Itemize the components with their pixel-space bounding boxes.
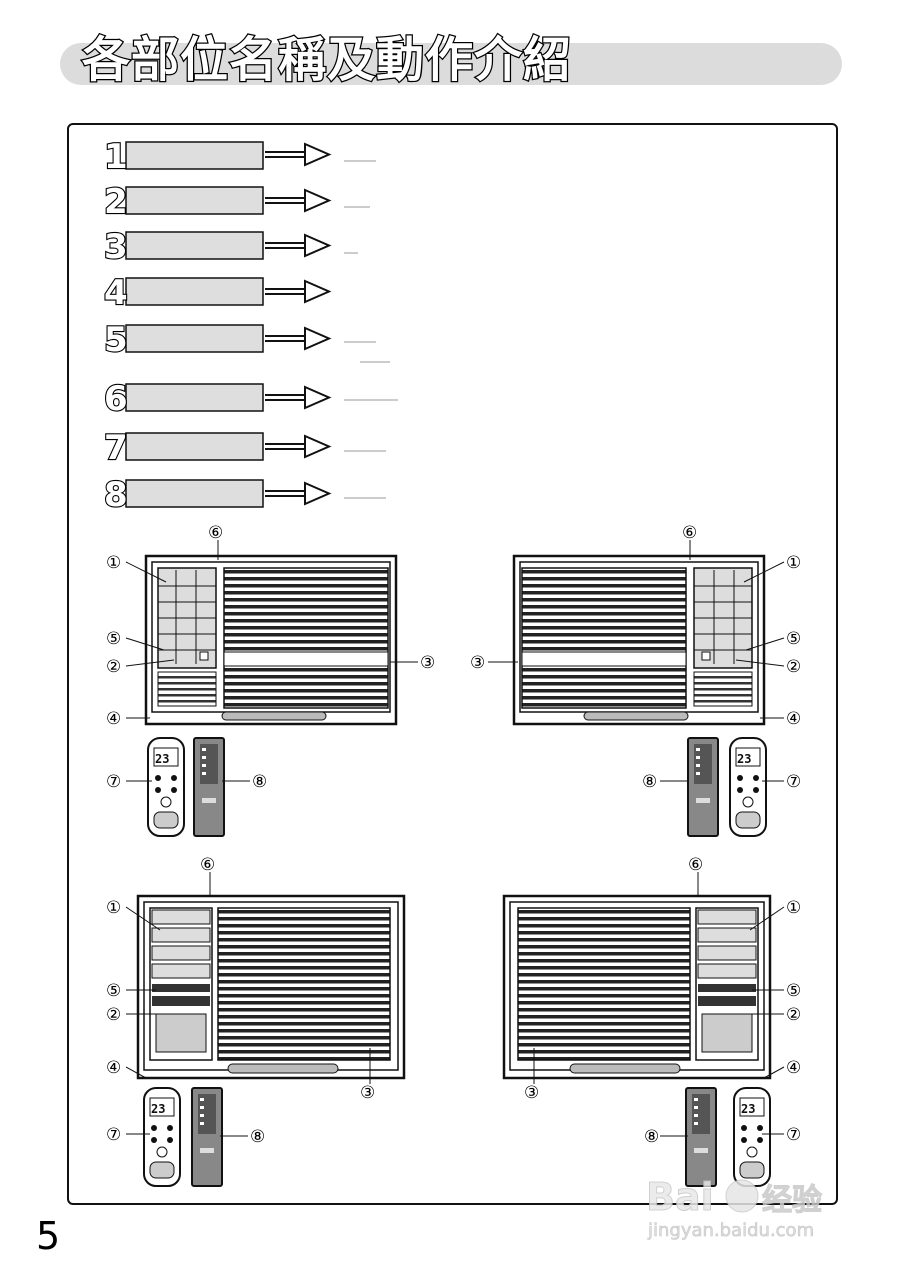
callout-8: ⑧ (642, 772, 657, 792)
callout-2: ② (106, 657, 121, 677)
legend-row-1 (125, 141, 376, 170)
legend-label-box (125, 277, 264, 306)
callout-6: ⑥ (688, 855, 703, 875)
callout-8: ⑧ (252, 772, 267, 792)
legend-row-7 (125, 432, 386, 461)
content-frame (67, 123, 838, 1205)
legend-rows (125, 141, 398, 508)
callout-7: ⑦ (786, 1125, 801, 1145)
legend-number-5: 5 (104, 320, 128, 360)
callout-6: ⑥ (208, 523, 223, 543)
callout-6: ⑥ (682, 523, 697, 543)
legend-label-box (125, 186, 264, 215)
ac-unit-bottom-right (502, 872, 785, 1187)
callout-7: ⑦ (106, 1125, 121, 1145)
legend-number-1: 1 (104, 137, 128, 177)
ac-unit-top-right (488, 540, 785, 837)
callout-5: ⑤ (786, 629, 801, 649)
legend-row-3 (125, 231, 358, 260)
callout-8: ⑧ (250, 1127, 265, 1147)
callout-4: ④ (106, 709, 121, 729)
watermark-brand-tail: 经验 (762, 1183, 822, 1218)
legend-number-4: 4 (104, 273, 128, 313)
callout-5: ⑤ (106, 629, 121, 649)
page-title: 各部位名稱及動作介紹 (81, 31, 573, 90)
legend-label-box (125, 432, 264, 461)
callout-5: ⑤ (106, 981, 121, 1001)
legend-number-7: 7 (104, 428, 128, 468)
callout-1: ① (106, 553, 121, 573)
callout-3: ③ (420, 653, 435, 673)
callout-4: ④ (786, 1058, 801, 1078)
callout-1: ① (786, 553, 801, 573)
legend-row-8 (125, 479, 386, 508)
legend-row-6 (125, 383, 398, 412)
callout-7: ⑦ (786, 772, 801, 792)
callout-2: ② (786, 657, 801, 677)
paw-icon (725, 1179, 759, 1213)
watermark-url: jingyan.baidu.com (647, 1220, 814, 1241)
callout-1: ① (106, 898, 121, 918)
watermark: Bai 经验 jingyan.baidu.com (646, 1175, 823, 1242)
legend-number-3: 3 (104, 227, 128, 267)
callout-5: ⑤ (786, 981, 801, 1001)
legend-label-box (125, 324, 264, 353)
callout-2: ② (786, 1005, 801, 1025)
callout-3: ③ (360, 1083, 375, 1103)
legend-row-2 (125, 186, 370, 215)
legend-label-box (125, 383, 264, 412)
callout-3: ③ (470, 653, 485, 673)
remote-display: 23 (737, 752, 751, 766)
callout-4: ④ (106, 1058, 121, 1078)
legend-row-4 (125, 277, 330, 306)
ac-unit-top-left (125, 540, 418, 837)
watermark-brand: Bai (646, 1175, 714, 1219)
callout-3: ③ (524, 1083, 539, 1103)
remote-display: 23 (155, 752, 169, 766)
legend-number-6: 6 (104, 379, 128, 419)
remote-display: 23 (151, 1102, 165, 1116)
legend-number-2: 2 (104, 182, 128, 222)
legend-label-box (125, 479, 264, 508)
callout-4: ④ (786, 709, 801, 729)
callout-7: ⑦ (106, 772, 121, 792)
page-number: 5 (36, 1214, 61, 1258)
callout-2: ② (106, 1005, 121, 1025)
callout-6: ⑥ (200, 855, 215, 875)
remote-display: 23 (741, 1102, 755, 1116)
callout-8: ⑧ (644, 1127, 659, 1147)
legend-label-box (125, 231, 264, 260)
title-banner (60, 43, 842, 85)
legend-row-5 (125, 324, 390, 363)
legend-label-box (125, 141, 264, 170)
ac-unit-bottom-left (125, 872, 406, 1187)
callout-1: ① (786, 898, 801, 918)
legend-number-8: 8 (104, 475, 128, 515)
